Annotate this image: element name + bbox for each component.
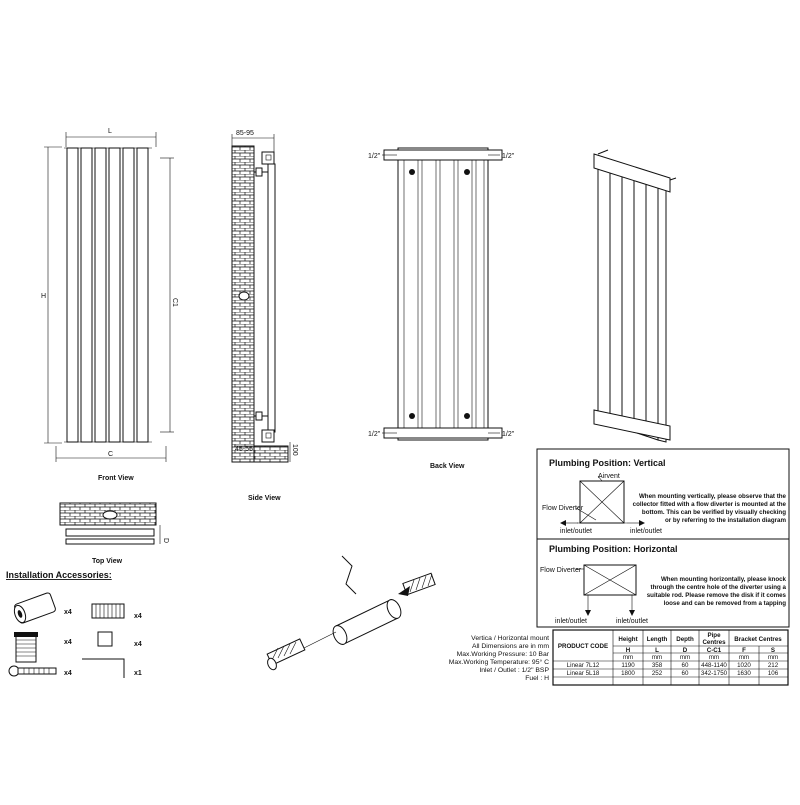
side-view-caption: Side View — [248, 495, 281, 502]
plumbing-vertical-title: Plumbing Position: Vertical — [549, 458, 666, 468]
qty-sleeve: x4 — [64, 609, 72, 616]
dim-c-label: C — [108, 451, 113, 458]
back-view-port-bl: 1/2" — [368, 431, 381, 438]
sub-l: L — [655, 647, 659, 654]
plumbing-horizontal-title: Plumbing Position: Horizontal — [549, 544, 678, 554]
row2-bracket-s: 106 — [768, 670, 779, 677]
sleeve-icon — [13, 592, 56, 624]
sub-c-c1: C-C1 — [707, 647, 722, 654]
dim-c1-label: C1 — [171, 298, 178, 307]
flow-diverter-label-vertical: Flow Diverter — [542, 505, 584, 512]
back-view-port-br: 1/2" — [502, 431, 515, 438]
row1-bracket-f: 1020 — [737, 662, 751, 669]
qty-wall-plug: x4 — [134, 613, 142, 620]
spec-line-5: Inlet / Outlet : 1/2" BSP — [479, 667, 549, 674]
top-view-caption: Top View — [92, 558, 123, 565]
back-view-caption: Back View — [430, 463, 465, 470]
dim-h-label: H — [41, 293, 46, 300]
spacer-icon — [97, 631, 113, 647]
spec-line-3: Max.Working Pressure: 10 Bar — [457, 651, 550, 658]
plumbing-horizontal-note-4: loose and can be removed from a tapping — [664, 600, 787, 607]
dim-l-label: L — [108, 128, 112, 135]
threaded-insert-icon — [14, 632, 38, 663]
front-view: L H C1 C Front View — [41, 128, 178, 482]
th-height: Height — [618, 636, 637, 643]
dim-85-95-label: 85-95 — [236, 130, 254, 137]
th-bracket-centres: Bracket Centres — [734, 636, 782, 643]
row2-bracket-f: 1630 — [737, 670, 751, 677]
unit-s: mm — [768, 654, 778, 661]
back-view-port-tr: 1/2" — [502, 153, 515, 160]
row1-bracket-s: 212 — [768, 662, 779, 669]
isometric-view — [593, 149, 677, 443]
row2-code: Linear 5L18 — [567, 670, 600, 677]
row1-code: Linear 7L12 — [567, 662, 600, 669]
inlet-outlet-left-horizontal: inlet/outlet — [555, 618, 587, 625]
th-pipe: Pipe — [707, 632, 721, 639]
inlet-outlet-left-vertical: inlet/outlet — [560, 528, 592, 535]
exploded-assembly-diagram — [266, 555, 436, 671]
spec-notes: Vertica / Horizontal mount All Dimension… — [449, 635, 550, 682]
flow-diverter-label-horizontal: Flow Diverter — [540, 567, 582, 574]
row1-length: 358 — [652, 662, 663, 669]
row1-pipe-centres: 448-1140 — [701, 662, 727, 669]
row1-height: 1190 — [621, 662, 635, 669]
row2-depth: 60 — [682, 670, 689, 677]
row2-height: 1800 — [621, 670, 635, 677]
sub-f: F — [742, 647, 746, 654]
qty-screw: x4 — [64, 670, 72, 677]
accessories-title: Installation Accessories: — [6, 570, 112, 580]
spec-line-2: All Dimensions are in mm — [472, 643, 549, 650]
back-view-port-tl: 1/2" — [368, 153, 381, 160]
qty-threaded-insert: x4 — [64, 639, 72, 646]
plumbing-vertical-note-1: When mounting vertically, please observe… — [639, 493, 787, 500]
front-view-caption: Front View — [98, 475, 134, 482]
unit-l: mm — [652, 654, 662, 661]
spec-line-4: Max.Working Temperature: 95° C — [449, 658, 549, 666]
plumbing-horizontal-box: Plumbing Position: Horizontal Flow Diver… — [536, 538, 790, 628]
row1-depth: 60 — [682, 662, 689, 669]
dim-d-label: D — [162, 538, 169, 543]
qty-allen-key: x1 — [134, 670, 142, 677]
top-view: D Top View — [59, 502, 169, 565]
th-length: Length — [647, 636, 668, 643]
plumbing-vertical-box: Plumbing Position: Vertical Airvent Flow… — [536, 448, 790, 540]
plumbing-horizontal-note-3: suitable rod. Please remove the disk if … — [647, 592, 787, 599]
row2-pipe-centres: 342-1750 — [701, 670, 728, 677]
row2-length: 252 — [652, 670, 663, 677]
plumbing-vertical-note-3: bottom. This can be verified by visually… — [642, 509, 786, 516]
spec-line-1: Vertica / Horizontal mount — [471, 635, 549, 642]
screw-icon — [8, 665, 57, 677]
plumbing-vertical-note-4: or by referring to the installation diag… — [665, 517, 787, 524]
th-product-code: PRODUCT CODE — [558, 643, 608, 650]
plumbing-horizontal-note-1: When mounting horizontally, please knock — [661, 576, 787, 583]
dim-45-55-label: 45-55 — [235, 446, 253, 453]
wall-plug-icon — [91, 603, 125, 619]
sub-s: S — [771, 647, 775, 654]
th-centres: Centres — [702, 639, 726, 646]
spec-line-6: Fuel : H — [525, 675, 549, 682]
unit-h: mm — [623, 654, 633, 661]
unit-d: mm — [680, 654, 690, 661]
product-table: PRODUCT CODE Height Length Depth Pipe Ce… — [552, 629, 789, 686]
unit-f: mm — [739, 654, 749, 661]
back-view: 1/2" 1/2" 1/2" 1/2" Back View — [368, 147, 515, 470]
sub-h: H — [626, 647, 631, 654]
sub-d: D — [683, 647, 688, 654]
front-columns — [64, 147, 152, 443]
th-depth: Depth — [676, 636, 694, 643]
plumbing-vertical-note-2: collector fitted with a flow diverter is… — [633, 501, 787, 508]
inlet-outlet-right-horizontal: inlet/outlet — [616, 618, 648, 625]
allen-key-icon — [82, 658, 125, 678]
inlet-outlet-right-vertical: inlet/outlet — [630, 528, 662, 535]
qty-spacer: x4 — [134, 641, 142, 648]
airvent-label: Airvent — [598, 473, 620, 480]
unit-c-c1: mm — [709, 654, 719, 661]
installation-accessories: Installation Accessories: x4 x4 x4 x4 — [6, 570, 142, 678]
wall-bricks — [231, 145, 255, 463]
side-view: 85-95 45-55 100 Side View — [231, 130, 298, 502]
plumbing-horizontal-note-2: through the centre hole of the diverter … — [651, 584, 787, 591]
dim-100-label: 100 — [291, 444, 298, 456]
